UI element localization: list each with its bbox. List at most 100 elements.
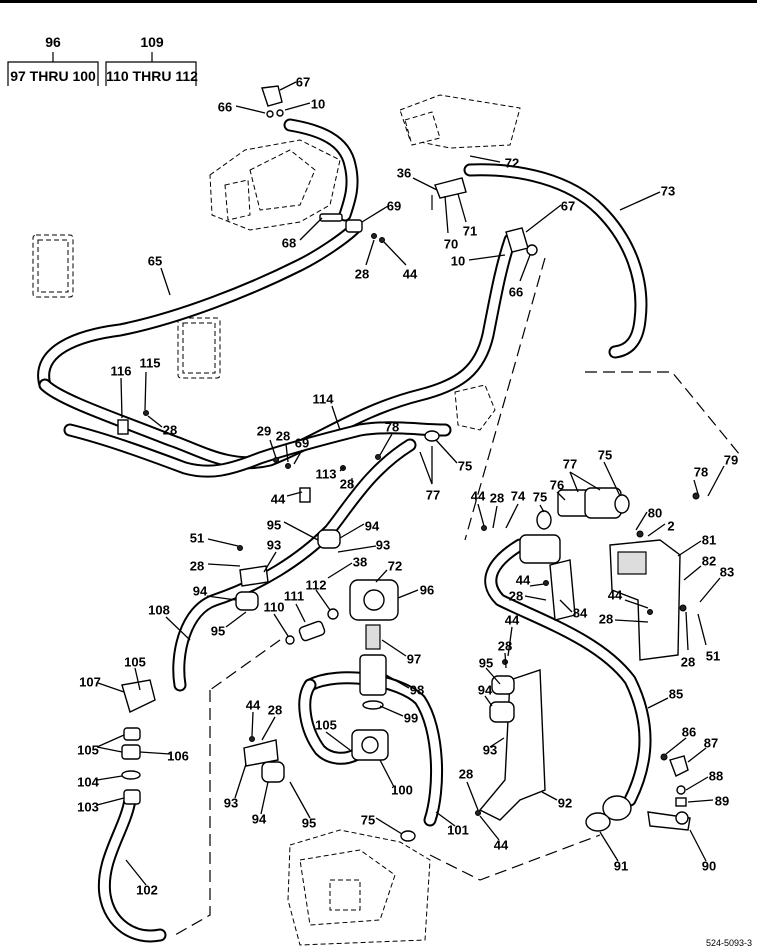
header-group-109: 109 110 THRU 112	[105, 34, 198, 86]
clamp-94-95-upper	[235, 529, 341, 611]
callout-91: 91	[614, 858, 628, 873]
coupler-111	[285, 608, 339, 645]
callout-44: 44	[403, 266, 418, 281]
callout-95: 95	[267, 517, 281, 532]
callout-112: 112	[306, 577, 327, 592]
callout-96: 96	[420, 582, 434, 597]
callout-28: 28	[490, 490, 504, 505]
clamp-36-71	[431, 177, 467, 210]
header-group-96-bottom: 97 THRU 100	[10, 68, 96, 84]
hose-101	[303, 671, 444, 827]
callout-93: 93	[483, 742, 497, 757]
callout-67: 67	[561, 198, 575, 213]
callout-72: 72	[388, 558, 402, 573]
hose-102	[97, 793, 167, 943]
header-group-109-top: 109	[140, 34, 164, 50]
valve-block-ghost-mid	[177, 317, 221, 379]
callout-44: 44	[494, 837, 509, 852]
callout-76: 76	[550, 477, 564, 492]
callout-81: 81	[702, 532, 716, 547]
callout-28: 28	[509, 588, 523, 603]
callout-10: 10	[451, 253, 465, 268]
hose-73	[463, 163, 648, 359]
header-group-96: 96 97 THRU 100	[7, 34, 99, 86]
callout-77: 77	[426, 487, 440, 502]
callout-38: 38	[353, 554, 367, 569]
callout-95: 95	[302, 815, 316, 830]
solenoid-100	[351, 729, 389, 761]
callout-95: 95	[211, 623, 225, 638]
callout-97: 97	[407, 651, 421, 666]
callout-94: 94	[252, 811, 267, 826]
callout-113: 113	[316, 466, 337, 481]
callout-115: 115	[140, 355, 161, 370]
callout-77: 77	[563, 456, 577, 471]
callout-83: 83	[720, 564, 734, 579]
callout-66: 66	[218, 99, 232, 114]
callout-68: 68	[282, 235, 296, 250]
callout-73: 73	[661, 183, 675, 198]
callout-75: 75	[533, 489, 547, 504]
callout-28: 28	[681, 654, 695, 669]
turbo-ghost	[399, 94, 521, 149]
callout-28: 28	[163, 422, 177, 437]
callout-84: 84	[573, 605, 588, 620]
elbow-107-stack	[121, 679, 156, 805]
callout-2: 2	[667, 518, 674, 533]
callout-44: 44	[246, 697, 261, 712]
callout-93: 93	[267, 537, 281, 552]
bracket-81	[609, 539, 681, 661]
hose-115-116	[63, 421, 452, 478]
callout-72: 72	[505, 155, 519, 170]
callout-28: 28	[355, 266, 369, 281]
callout-90: 90	[702, 858, 716, 873]
header-group-96-top: 96	[45, 34, 61, 50]
callout-87: 87	[704, 735, 718, 750]
bolt-washers-misc	[117, 410, 700, 842]
callout-74: 74	[511, 488, 526, 503]
figure-id: 524-5093-3	[706, 938, 752, 948]
callout-78: 78	[385, 419, 399, 434]
valve-block-ghost-left	[32, 234, 74, 298]
callout-66: 66	[509, 284, 523, 299]
callout-44: 44	[471, 488, 486, 503]
callout-94: 94	[478, 682, 493, 697]
hose-101-lower	[298, 678, 362, 765]
callout-99: 99	[404, 710, 418, 725]
callout-104: 104	[77, 774, 99, 789]
callout-79: 79	[724, 452, 738, 467]
tube-85	[484, 538, 652, 807]
callout-75: 75	[458, 458, 472, 473]
callout-100: 100	[391, 782, 413, 797]
callout-51: 51	[706, 648, 720, 663]
callout-28: 28	[268, 702, 282, 717]
callout-69: 69	[387, 198, 401, 213]
engine-intake-ghost	[209, 139, 341, 231]
callout-106: 106	[167, 748, 189, 763]
callout-44: 44	[608, 587, 623, 602]
callout-108: 108	[148, 602, 170, 617]
callout-105: 105	[77, 742, 99, 757]
callout-75: 75	[598, 447, 612, 462]
callout-107: 107	[79, 674, 101, 689]
callout-85: 85	[669, 686, 683, 701]
header-group-109-bottom: 110 THRU 112	[106, 68, 198, 84]
callout-28: 28	[276, 428, 290, 443]
callout-94: 94	[193, 583, 208, 598]
routing-dash-lines	[174, 257, 741, 936]
callout-103: 103	[77, 799, 99, 814]
callout-114: 114	[313, 391, 335, 406]
callout-82: 82	[702, 553, 716, 568]
callout-28: 28	[340, 476, 354, 491]
callout-98: 98	[410, 682, 424, 697]
callout-75: 75	[361, 812, 375, 827]
callout-44: 44	[505, 612, 520, 627]
valve-112-assembly	[349, 579, 399, 710]
callout-105: 105	[124, 654, 146, 669]
bracket-92	[478, 669, 546, 821]
callout-95: 95	[479, 655, 493, 670]
callout-111: 111	[284, 588, 304, 603]
callout-36: 36	[397, 165, 411, 180]
